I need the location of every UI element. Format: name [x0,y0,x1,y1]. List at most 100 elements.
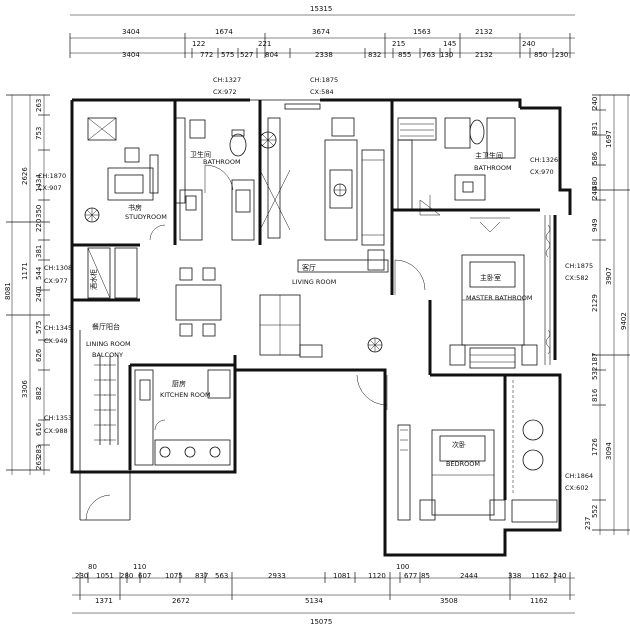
balcony [85,355,119,521]
room-cabinet-cn: 酒水柜 [89,269,98,290]
dim-right-r2-9: 816 [591,388,599,402]
dim-top-r2-1: 122 [192,40,205,48]
dim-top-r2-2: 772 [200,51,213,59]
dim-bot-r3-1: 2672 [172,597,190,605]
dim-bot-r3-3: 3508 [440,597,458,605]
ch-label-bedroom: CH:1864 [565,472,593,480]
cx-label-bedroom: CX:602 [565,484,589,492]
dim-top-r2-10: 855 [398,51,411,59]
dim-left-r2-4: 350 [35,205,43,218]
dim-top-r2-15: 2132 [475,51,493,59]
dim-bot-r2-5: 837 [195,572,208,580]
plant-icon [259,131,277,149]
dim-top-r2-9: 215 [392,40,405,48]
dim-right-r1-0: 1697 [605,130,613,148]
bathroom-2 [397,117,516,216]
room-bath1-en: BATHROOM [203,158,241,166]
dim-bot-r2-8: 1081 [333,572,351,580]
dim-left-r2-11: 882 [35,387,43,400]
master-bedroom [394,215,551,369]
dim-right-r1-2: 3094 [605,442,613,460]
room-bath1-cn: 卫生间 [190,150,211,159]
study-room [84,117,186,241]
dim-top-r2-8: 832 [368,51,381,59]
dim-left-r2-14: 263 [35,457,43,470]
room-living-en: LIVING ROOM [292,278,336,286]
dim-left-r2-3: 220 [35,219,43,232]
dim-right-r2-6: 2129 [591,294,599,312]
dim-top-r2-14: 240 [522,40,535,48]
room-kitchen-cn: 厨房 [172,379,186,388]
dim-right-r2-4: 240 [591,187,599,200]
living-room [259,117,389,353]
room-master-en: MASTER BATHROOM [466,294,532,302]
dim-bot-r2-11: 85 [421,572,430,580]
dim-top-r2-16: 850 [534,51,547,59]
dim-bot-r2-3: 607 [138,572,151,580]
dim-bot-r3-0: 1371 [95,597,113,605]
kitchen [134,369,231,466]
dim-left-r2-12: 616 [35,422,43,436]
dim-bot-r2-2: 280 [120,572,133,580]
dim-top-r2-13: 130 [440,51,453,59]
dim-top-r2-12: 145 [443,40,456,48]
dim-bot-r2-13: 338 [508,572,521,580]
dim-top-total: 15315 [310,5,332,13]
dim-right-r2-8: 532 [591,367,599,380]
cx-label-dining: CX:977 [44,277,68,285]
cx-label-balcony1: CX:949 [44,337,68,345]
dim-left-r2-8: 240 [35,289,43,302]
cx-label-living: CX:584 [310,88,334,96]
dim-bot-r2-14: 1162 [531,572,549,580]
dim-bot-r2-9: 1120 [368,572,386,580]
room-bath2-cn: 主卫生间 [475,151,503,160]
cx-label-master: CX:582 [565,274,589,282]
dim-bot-r3-2: 5134 [305,597,323,605]
dim-left-r1-0: 2626 [21,167,29,185]
room-master-cn: 主卧室 [480,273,501,282]
plant-icon [333,183,347,197]
top-dimensions: 15315 3404 1674 3674 1563 2132 3404 122 … [69,5,575,59]
dim-right-total: 9402 [620,312,628,330]
dim-top-r2-11: 763 [422,51,435,59]
dim-right-r2-10: 1726 [591,438,599,456]
dim-left-r2-5: 381 [35,245,43,258]
dim-left-r2-0: 263 [35,99,43,112]
dim-bot-r1-1: 110 [133,563,146,571]
ch-label-dining: CH:1308 [44,264,72,272]
left-dimensions: 8081 2626 1171 3306 263 753 1434 220 350… [4,94,50,475]
dim-bot-r2-6: 563 [215,572,228,580]
dim-right-r2-7: 187 [591,353,599,366]
room-bath2-en: BATHROOM [474,164,512,172]
dim-bot-r1-2: 100 [396,563,409,571]
dim-right-r2-0: 240 [591,97,599,110]
dim-top-r1-4: 2132 [475,28,493,36]
dim-right-r2-12: 237 [584,517,592,530]
cx-label-bath1: CX:972 [213,88,237,96]
dim-right-r2-3: 480 [591,177,599,190]
dim-top-r1-2: 3674 [312,28,330,36]
dim-bot-r2-7: 2933 [268,572,286,580]
room-living-cn: 客厅 [302,263,316,272]
dim-bot-r2-1: 1051 [96,572,114,580]
room-dining-cn: 餐厅阳台 [92,322,120,331]
bathroom-1 [179,119,255,241]
room-study-en: STUDYROOM [125,213,167,221]
room-bedroom-en: BEDROOM [446,460,480,468]
dim-top-r2-0: 3404 [122,51,140,59]
labels: CH:1870 CX:907 CH:1327 CX:972 CH:1875 CX… [38,76,593,492]
ch-label-balcony2: CH:1353 [44,414,72,422]
ch-label-bath1: CH:1327 [213,76,241,84]
cx-label-balcony2: CX:988 [44,427,68,435]
room-kitchen-en: KITCHEN ROOM [160,391,211,399]
dim-right-r2-1: 831 [591,122,599,135]
dim-bot-r2-0: 230 [75,572,88,580]
dim-top-r1-1: 1674 [215,28,233,36]
dim-left-r2-6: 544 [35,266,43,280]
dim-left-r2-1: 753 [35,127,43,140]
dim-right-r2-11: 552 [591,505,599,518]
room-bedroom-cn: 次卧 [452,440,466,449]
dim-bot-r2-10: 677 [404,572,417,580]
